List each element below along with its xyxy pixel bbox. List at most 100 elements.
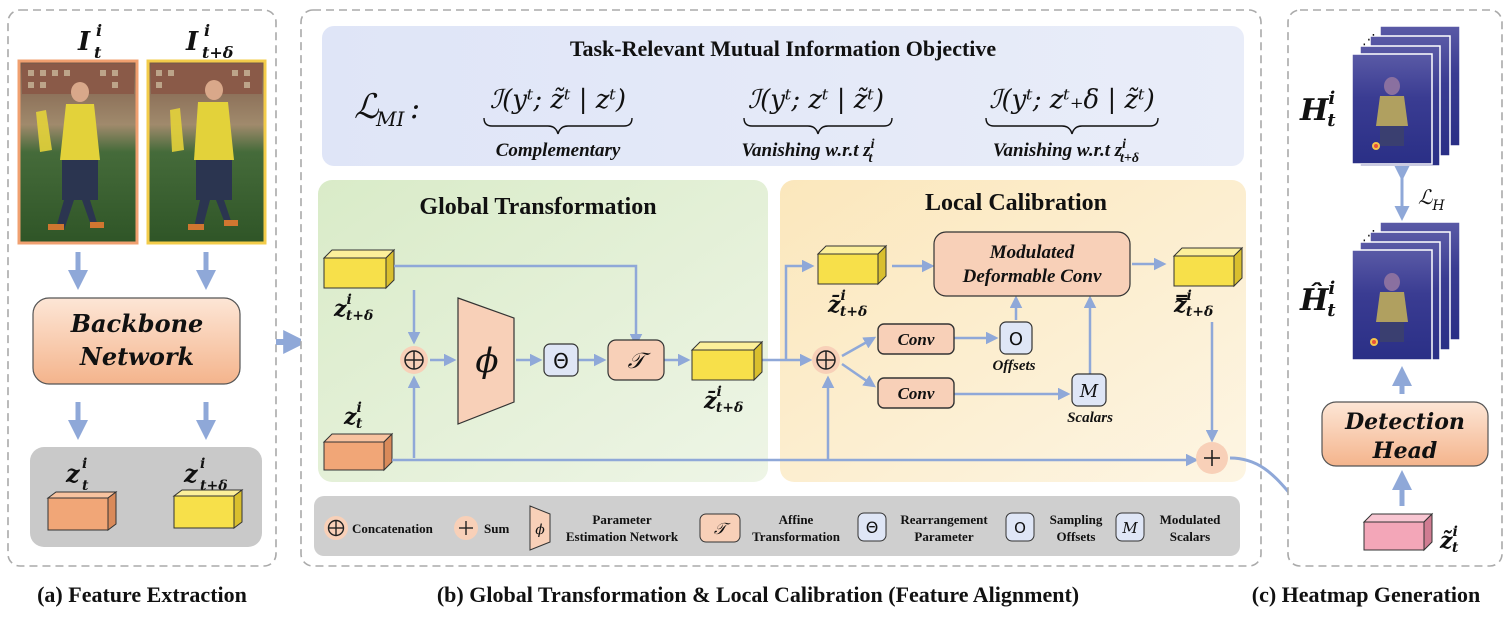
aligned-cube-global	[690, 340, 764, 382]
legend-scalars-symbol: M	[1121, 519, 1138, 537]
feature-cube-td	[172, 489, 244, 529]
sum-node	[1196, 442, 1228, 474]
offsets-box	[999, 321, 1033, 355]
legend-rearr-label-2: Parameter	[914, 529, 973, 544]
mi-title: Task-Relevant Mutual Information Objecti…	[570, 36, 997, 61]
legend-affine-label-1: Affine	[779, 512, 814, 527]
legend-theta-icon	[857, 512, 887, 542]
legend-offsets-icon	[1005, 512, 1035, 542]
detection-head-box	[1321, 401, 1489, 467]
flow-td-to-affine	[394, 264, 643, 347]
svg-text:⋰: ⋰	[1362, 32, 1376, 48]
legend-rearr-label-1: Rearrangement	[900, 512, 988, 527]
frame-td-label: I	[185, 27, 199, 57]
legend-samp-label-1: Sampling	[1050, 512, 1103, 527]
loss-label: ℒH	[1418, 185, 1445, 214]
legend-concat-icon	[324, 516, 348, 540]
backbone-network-box	[32, 297, 241, 385]
conv-1-label: Conv	[898, 330, 935, 349]
mi-term-3: ℐ(yᵗ; zᵗ₊δ | z̃ᵗ)	[989, 85, 1155, 115]
scalars-box	[1071, 373, 1107, 407]
feat-t-label: z	[65, 459, 81, 488]
scalars-symbol: M	[1079, 381, 1099, 402]
video-frame-t-delta	[146, 59, 267, 245]
local-title: Local Calibration	[925, 190, 1107, 216]
caption-b: (b) Global Transformation & Local Calibr…	[437, 582, 1079, 607]
brace-3	[985, 117, 1159, 135]
global-title: Global Transformation	[419, 194, 656, 220]
legend-affine-label-2: Transformation	[752, 529, 841, 544]
legend-sum-label: Sum	[484, 521, 509, 536]
parameter-estimation-network	[457, 297, 515, 425]
mi-objective-panel	[322, 26, 1244, 166]
legend-theta-symbol: Θ	[866, 518, 879, 537]
legend-offsets-symbol: O	[1014, 519, 1026, 537]
legend-scalars-icon	[1115, 512, 1145, 542]
mi-lhs: ℒ	[354, 87, 380, 127]
svg-text:⋰: ⋰	[1362, 228, 1376, 244]
offsets-symbol: O	[1009, 329, 1023, 350]
calibrated-output-cube	[1172, 246, 1244, 288]
heatmap-feature-cube	[1362, 512, 1434, 552]
brace-1	[483, 117, 633, 135]
concat-node-local	[812, 346, 840, 374]
affine-transformation-box	[607, 339, 665, 381]
feat-td-sup: i	[200, 456, 205, 472]
concat-node-global	[400, 346, 428, 374]
flow-concat-to-conv2	[841, 362, 877, 388]
legend-affine-icon	[699, 513, 741, 543]
frame-t-sup: i	[96, 21, 102, 40]
scalars-label: Scalars	[1067, 410, 1113, 426]
mdc-label-1: Modulated	[989, 242, 1075, 263]
mdc-label-2: Deformable Conv	[962, 266, 1102, 287]
flow-concat-to-conv1	[841, 336, 877, 358]
feat-t-sub: t	[82, 478, 89, 494]
legend-samp-label-2: Offsets	[1057, 529, 1096, 544]
input-cube-td	[322, 248, 396, 290]
mi-colon: :	[410, 91, 420, 126]
mi-lhs-sub: MI	[375, 107, 405, 131]
feat-td-label: z	[183, 459, 199, 488]
conv-2-label: Conv	[898, 384, 935, 403]
mi-term-1-caption: Complementary	[496, 140, 621, 161]
theta-box	[543, 343, 579, 377]
video-frame-t	[17, 59, 139, 245]
caption-c: (c) Heatmap Generation	[1252, 582, 1481, 607]
modulated-deformable-conv-box	[933, 231, 1131, 297]
phi-symbol: ϕ	[475, 341, 498, 381]
mi-term-2: ℐ(yᵗ; zᵗ | z̃ᵗ)	[748, 85, 884, 115]
local-input-cube	[816, 244, 888, 286]
heatmap-gt-stack: ⋰	[1351, 25, 1461, 167]
frame-td-sub: t+δ	[202, 43, 234, 62]
feature-cube-t	[46, 491, 118, 531]
conv-box-1	[877, 323, 955, 355]
feat-t-sup: i	[82, 456, 87, 472]
brace-2	[743, 117, 893, 135]
legend-pen-symbol: ϕ	[535, 522, 545, 538]
frame-td-sup: i	[204, 21, 210, 40]
frame-t-label: I	[77, 27, 91, 57]
legend-mod-label-2: Scalars	[1170, 529, 1210, 544]
legend-concat-label: Concatenation	[352, 521, 434, 536]
backbone-label-1: Backbone	[70, 309, 204, 338]
global-transformation-panel	[318, 180, 768, 482]
detection-label-2: Head	[1372, 438, 1437, 464]
mi-term-1: ℐ(yᵗ; z̃ᵗ | zᵗ)	[490, 85, 626, 115]
legend-pen-label-2: Estimation Network	[566, 529, 679, 544]
detection-label-1: Detection	[1344, 409, 1465, 435]
legend-mod-label-1: Modulated	[1160, 512, 1221, 527]
theta-symbol: Θ	[553, 349, 569, 373]
input-cube-t	[322, 432, 394, 472]
frame-t-sub: t	[94, 43, 102, 62]
backbone-label-2: Network	[79, 342, 194, 371]
offsets-label: Offsets	[992, 358, 1035, 374]
